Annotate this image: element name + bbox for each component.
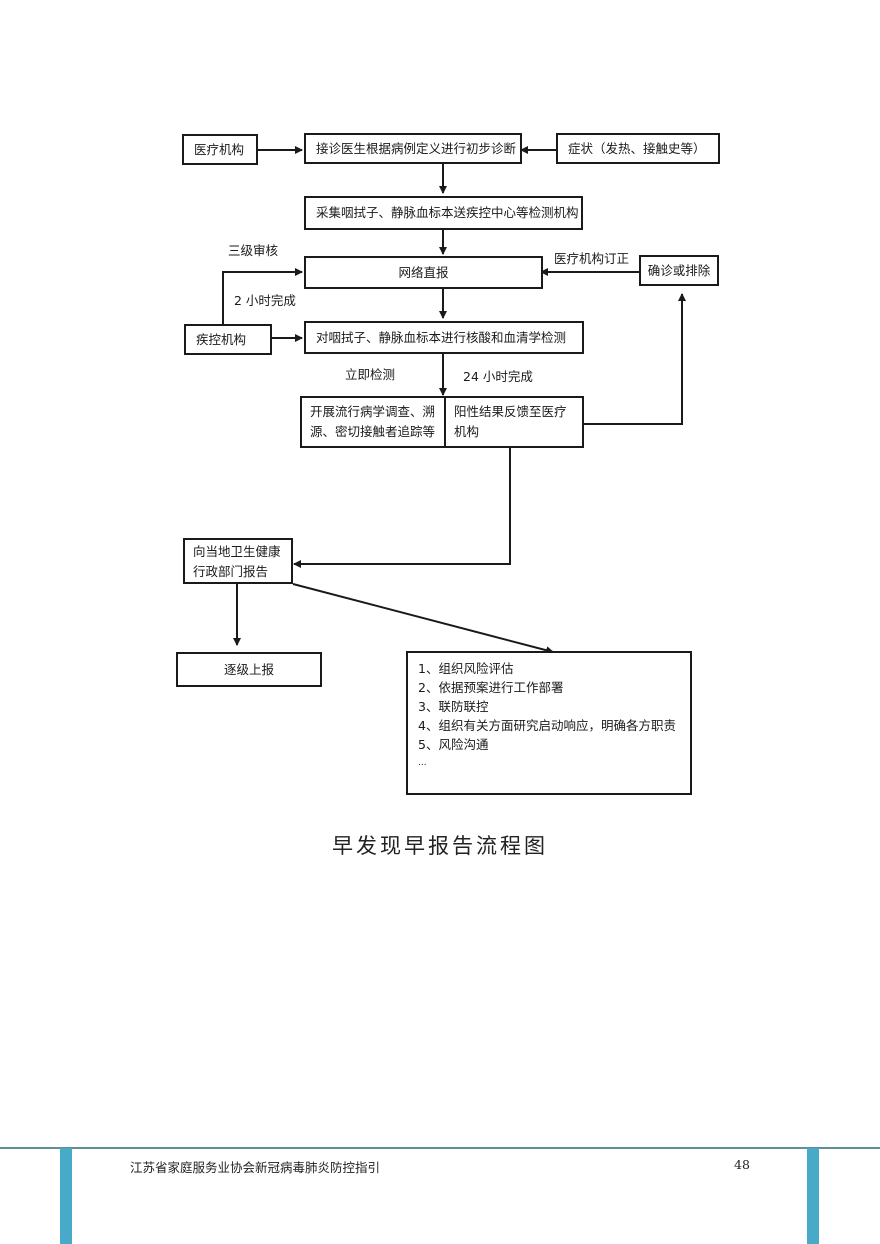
box-symptoms: 症状（发热、接触史等）	[556, 133, 720, 164]
box-confirm-or-exclude: 确诊或排除	[639, 255, 719, 286]
label-three-level-review: 三级审核	[228, 243, 279, 258]
footer-rule	[0, 1147, 880, 1149]
box-epidemiology: 开展流行病学调查、溯源、密切接触者追踪等	[302, 398, 446, 446]
footer-left-accent-bar	[60, 1148, 72, 1244]
box-sample-collection-text: 采集咽拭子、静脉血标本送疾控中心等检测机构	[316, 205, 579, 220]
box-symptoms-text: 症状（发热、接触史等）	[568, 140, 706, 156]
action-item: 1、组织风险评估	[418, 661, 514, 676]
box-lab-testing: 对咽拭子、静脉血标本进行核酸和血清学检测	[304, 321, 584, 354]
box-cdc: 疾控机构	[184, 324, 272, 355]
arrow-feedback-to-confirm	[583, 293, 686, 425]
box-cdc-text: 疾控机构	[196, 331, 247, 347]
label-institution-correction: 医疗机构订正	[554, 251, 630, 266]
footer-document-title: 江苏省家庭服务业协会新冠病毒肺炎防控指引	[130, 1160, 381, 1175]
action-item: 3、联防联控	[418, 699, 489, 714]
box-online-report-text: 网络直报	[398, 264, 449, 280]
box-lab-testing-text: 对咽拭子、静脉血标本进行核酸和血清学检测	[316, 329, 567, 345]
arrow-feedback-to-health-dept	[293, 447, 511, 568]
box-positive-feedback-text: 阳性结果反馈至医疗机构	[454, 404, 567, 439]
footer-right-accent-bar	[807, 1148, 819, 1244]
action-item: 2、依据预案进行工作部署	[418, 680, 564, 695]
action-item: 4、组织有关方面研究启动响应，明确各方职责	[418, 718, 676, 733]
footer-page-number: 48	[734, 1157, 750, 1172]
box-initial-diagnosis: 接诊医生根据病例定义进行初步诊断	[304, 133, 522, 164]
box-medical-institution: 医疗机构	[182, 134, 258, 165]
label-twenty-four-hours: 24 小时完成	[463, 369, 533, 384]
label-immediate-test: 立即检测	[345, 367, 396, 382]
box-escalate-text: 逐级上报	[223, 661, 274, 677]
box-report-health-dept-text: 向当地卫生健康行政部门报告	[193, 544, 281, 579]
action-item-ellipsis: ...	[418, 758, 427, 768]
box-medical-institution-text: 医疗机构	[194, 141, 245, 157]
box-sample-collection: 采集咽拭子、静脉血标本送疾控中心等检测机构	[304, 196, 583, 230]
action-item: 5、风险沟通	[418, 737, 489, 752]
box-positive-feedback: 阳性结果反馈至医疗机构	[446, 398, 582, 446]
box-confirm-or-exclude-text: 确诊或排除	[647, 262, 711, 278]
box-initial-diagnosis-text: 接诊医生根据病例定义进行初步诊断	[316, 140, 517, 156]
box-response-actions: 1、组织风险评估 2、依据预案进行工作部署 3、联防联控 4、组织有关方面研究启…	[406, 651, 692, 795]
arrow-health-dept-to-actions	[292, 583, 554, 655]
box-report-health-dept: 向当地卫生健康行政部门报告	[183, 538, 293, 584]
label-two-hours: 2 小时完成	[234, 293, 296, 308]
box-results-group: 开展流行病学调查、溯源、密切接触者追踪等 阳性结果反馈至医疗机构	[300, 396, 584, 448]
figure-caption: 早发现早报告流程图	[332, 834, 548, 858]
box-escalate: 逐级上报	[176, 652, 322, 687]
box-online-report: 网络直报	[304, 256, 543, 289]
box-epidemiology-text: 开展流行病学调查、溯源、密切接触者追踪等	[310, 404, 436, 439]
